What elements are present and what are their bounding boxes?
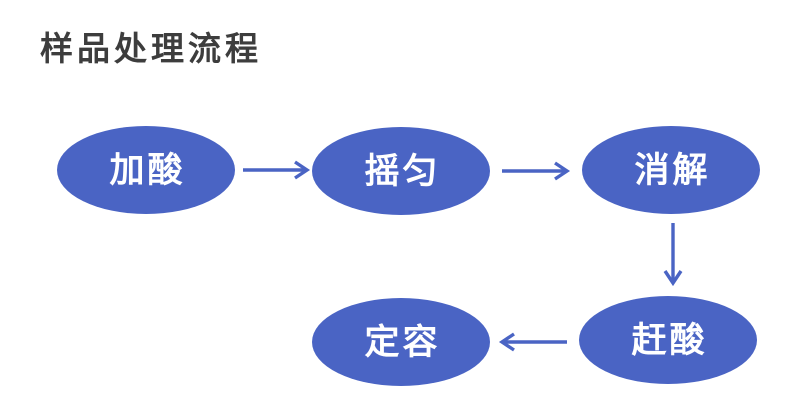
arrow-shake-to-digest [502, 161, 571, 181]
arrow-add-acid-to-shake [243, 160, 311, 180]
page-title: 样品处理流程 [40, 30, 262, 67]
node-label-shake: 摇匀 [364, 151, 441, 191]
node-label-fix-volume: 定容 [364, 322, 441, 362]
node-add-acid: 加酸 [57, 126, 235, 214]
arrow-digest-to-drive-acid [663, 223, 683, 287]
node-label-drive-acid: 赶酸 [631, 320, 708, 360]
arrow-drive-acid-to-fix-volume [498, 332, 567, 352]
node-label-digest: 消解 [634, 150, 711, 190]
node-digest: 消解 [582, 126, 760, 214]
node-shake: 摇匀 [312, 127, 490, 215]
node-fix-volume: 定容 [312, 298, 490, 386]
node-drive-acid: 赶酸 [579, 296, 757, 384]
node-label-add-acid: 加酸 [109, 150, 186, 190]
